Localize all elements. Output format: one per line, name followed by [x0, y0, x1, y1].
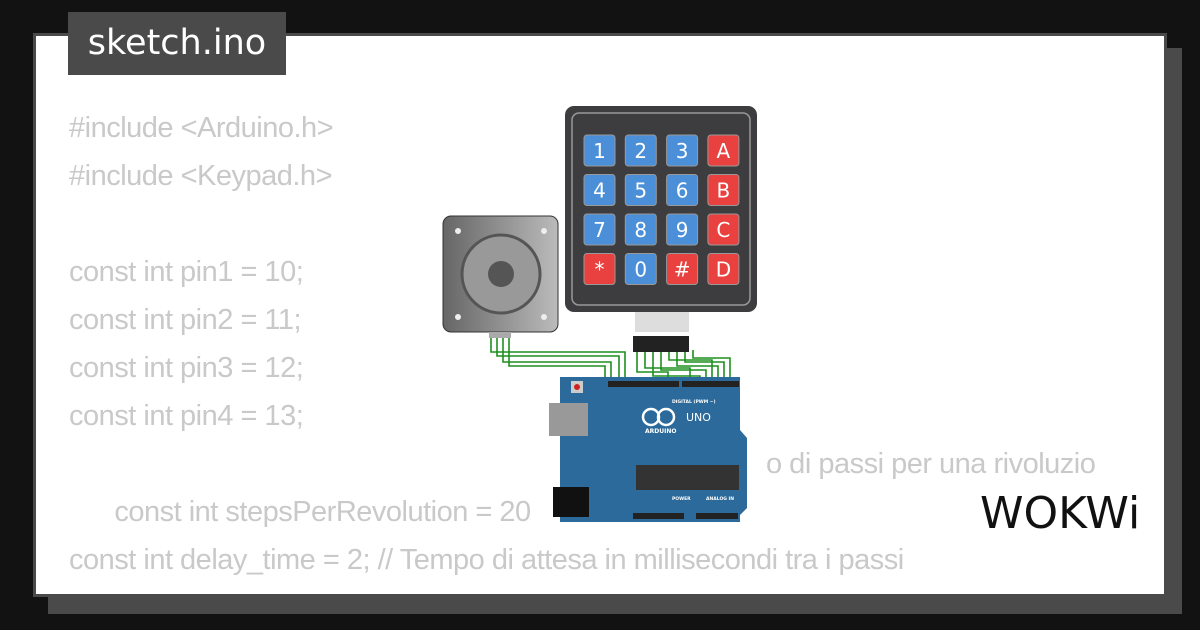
digital-header-label: DIGITAL (PWM ~)	[672, 399, 716, 405]
keypad-key[interactable]	[583, 253, 616, 285]
keypad-key[interactable]	[707, 253, 740, 285]
keypad-key[interactable]	[583, 134, 616, 167]
circuit-diagram: 1 2 3 A 4 5 6 B 7 8 9 C * 0 # D UNO ARDUINO DIGITAL (PW…	[442, 106, 757, 522]
keypad-key-label: 6	[676, 179, 689, 203]
keypad-key[interactable]	[707, 134, 740, 167]
keypad-key-label: C	[716, 218, 730, 242]
wokwi-logo: WOKWi	[980, 488, 1140, 534]
keypad-key-label: D	[716, 258, 731, 282]
code-line: const int delay_time = 2; // Tempo di at…	[69, 544, 904, 576]
keypad-key-label: 1	[593, 139, 606, 163]
keypad: 1 2 3 A 4 5 6 B 7 8 9 C * 0 # D	[565, 106, 757, 352]
keypad-key-label: B	[717, 179, 731, 203]
keypad-key-label: 7	[593, 218, 606, 242]
code-line: #include <Arduino.h>	[69, 112, 334, 144]
code-line: const int pin3 = 12;	[69, 352, 304, 384]
keypad-key[interactable]	[707, 174, 740, 206]
code-line-start: const int stepsPerRevolution = 20	[114, 496, 531, 528]
keypad-key-label: 5	[634, 179, 647, 203]
board-brand-label: ARDUINO	[645, 428, 676, 435]
keypad-key[interactable]	[624, 213, 657, 246]
keypad-key[interactable]	[583, 213, 616, 246]
keypad-key[interactable]	[666, 134, 699, 167]
code-line-tail: o di passi per una rivoluzio	[766, 448, 1096, 480]
keypad-key-label: 8	[634, 218, 647, 242]
arduino-uno: UNO ARDUINO DIGITAL (PWM ~) POWER ANALOG…	[549, 377, 747, 522]
code-line: const int pin1 = 10;	[69, 256, 304, 288]
analog-header-label: ANALOG IN	[706, 496, 734, 502]
keypad-key[interactable]	[707, 213, 740, 246]
keypad-key-label: 2	[634, 139, 647, 163]
board-model-label: UNO	[686, 411, 711, 424]
keypad-key[interactable]	[624, 174, 657, 206]
code-line: const int stepsPerRevolution = 20 o di p…	[69, 440, 1164, 528]
keypad-key-label: 0	[634, 258, 647, 282]
keypad-key[interactable]	[666, 213, 699, 246]
keypad-key[interactable]	[624, 134, 657, 167]
keypad-key[interactable]	[583, 174, 616, 206]
code-line: const int pin4 = 13;	[69, 400, 304, 432]
keypad-key-label: 3	[676, 139, 689, 163]
keypad-key-label: A	[717, 139, 731, 163]
file-tab[interactable]: sketch.ino	[68, 12, 286, 75]
keypad-key[interactable]	[624, 253, 657, 285]
stepper-motor	[442, 215, 559, 338]
keypad-key-label: #	[674, 258, 691, 282]
keypad-key-label: 4	[593, 179, 606, 203]
keypad-key-label: 9	[676, 218, 689, 242]
wokwi-logo-text: WOKWi	[980, 488, 1140, 534]
keypad-key[interactable]	[666, 174, 699, 206]
power-header-label: POWER	[672, 496, 691, 502]
keypad-key[interactable]	[666, 253, 699, 285]
keypad-key-label: *	[595, 258, 605, 282]
code-view: #include <Arduino.h> #include <Keypad.h>…	[69, 36, 1096, 576]
code-line: const int pin2 = 11;	[69, 304, 302, 336]
wires	[490, 332, 731, 383]
code-line: #include <Keypad.h>	[69, 160, 333, 192]
